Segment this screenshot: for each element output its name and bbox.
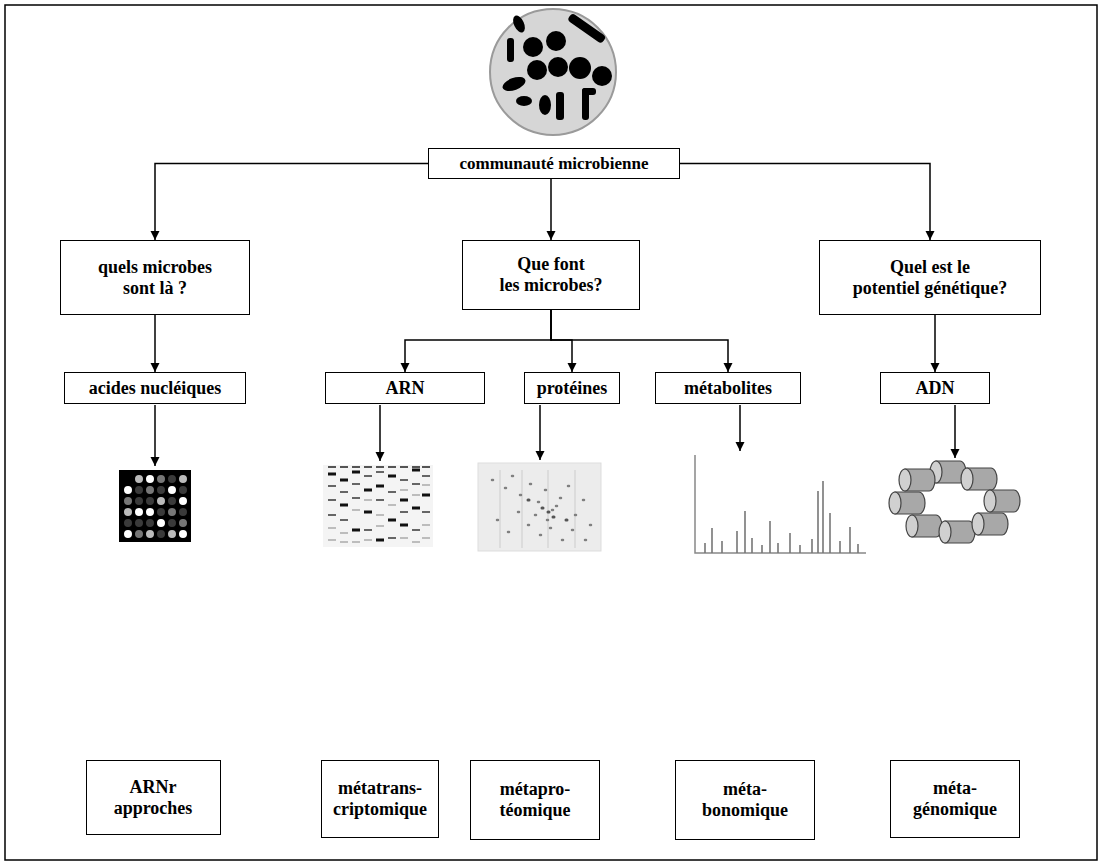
two-d-gel-image	[478, 463, 601, 551]
microbe	[556, 92, 564, 120]
cylinder	[984, 490, 1020, 512]
box-label: quels microbes sont là ?	[98, 257, 212, 298]
box-label: Quel est le potentiel génétique?	[853, 257, 1008, 298]
microbe	[523, 37, 543, 57]
process-box: Quel est le potentiel génétique?	[819, 240, 1041, 315]
process-box: communauté microbienne	[428, 148, 680, 179]
process-box: protéines	[524, 372, 620, 404]
microbe	[527, 60, 547, 80]
microbe	[567, 13, 607, 44]
connector-arrow	[934, 315, 936, 372]
process-box: méta- bonomique	[675, 760, 815, 840]
microbe	[592, 66, 612, 86]
microarray-slide	[119, 470, 191, 542]
microbe-cells	[501, 13, 612, 120]
box-label: protéines	[537, 378, 608, 399]
gel-band	[328, 470, 430, 540]
gel-background	[323, 465, 433, 547]
gel-streak	[500, 470, 575, 548]
method-arrow	[154, 405, 156, 466]
box-label: ARN	[386, 378, 425, 399]
method-arrow	[739, 405, 741, 451]
microbe	[582, 88, 596, 95]
cylinder	[899, 469, 935, 491]
microarray-image	[119, 470, 191, 542]
process-box: métapro- téomique	[470, 760, 600, 840]
process-box: ARNr approches	[86, 760, 221, 835]
process-box: métabolites	[655, 372, 801, 404]
chromatogram-image	[695, 455, 866, 553]
box-label: métabolites	[684, 378, 772, 399]
microbe-community-illustration	[490, 9, 616, 135]
connector-arrow	[155, 164, 428, 241]
chromatogram-peak	[705, 481, 858, 553]
process-box: acides nucléiques	[64, 372, 246, 404]
microbe	[569, 57, 591, 79]
protein-spot	[528, 500, 567, 520]
box-label: ADN	[916, 378, 955, 399]
process-box: Que font les microbes?	[462, 240, 640, 310]
microarray-spot	[128, 479, 183, 534]
box-label: méta- génomique	[913, 778, 997, 819]
method-arrow	[954, 405, 956, 458]
microarray-spot	[128, 479, 183, 534]
microbe	[516, 96, 532, 106]
nucleosome-image	[889, 461, 1020, 543]
box-label: méta- bonomique	[702, 779, 788, 820]
microbe	[511, 14, 528, 35]
microbe	[548, 57, 568, 77]
box-label: acides nucléiques	[89, 378, 222, 399]
connector-arrow	[680, 164, 930, 241]
box-label: communauté microbienne	[459, 154, 648, 174]
box-label: métatrans- criptomique	[333, 778, 427, 819]
connector-arrow	[154, 315, 156, 372]
gel-band	[328, 485, 430, 542]
gel-band	[328, 472, 430, 538]
method-arrows	[155, 405, 955, 466]
gel-image	[323, 465, 433, 547]
cylinder	[961, 468, 997, 490]
process-box: quels microbes sont là ?	[60, 240, 250, 315]
two-d-gel-background	[478, 463, 601, 551]
process-box: ADN	[880, 372, 990, 404]
gel-well	[328, 466, 430, 468]
microarray-spot	[128, 479, 183, 534]
method-arrow	[539, 405, 541, 460]
cylinder	[889, 492, 925, 514]
microbe	[507, 38, 514, 62]
microbe	[546, 31, 566, 51]
connector-arrow	[551, 310, 572, 372]
connector-arrow	[550, 179, 552, 240]
cylinder	[906, 515, 942, 537]
process-box: métatrans- criptomique	[321, 760, 439, 838]
connector-arrow	[405, 310, 551, 372]
microbe	[501, 74, 528, 93]
outer-frame	[5, 5, 1097, 860]
box-label: Que font les microbes?	[499, 254, 602, 295]
microarray-spot	[128, 479, 183, 534]
process-box: méta- génomique	[890, 760, 1020, 838]
protein-spot	[492, 476, 591, 540]
box-label: métapro- téomique	[500, 779, 571, 820]
petri-dish	[490, 9, 616, 135]
process-box: ARN	[325, 372, 485, 404]
method-arrow	[379, 405, 381, 461]
chromatogram-axis	[695, 455, 866, 553]
cylinder	[972, 513, 1008, 535]
box-label: ARNr approches	[114, 777, 193, 818]
connector-arrow	[551, 310, 728, 372]
microbe	[539, 95, 551, 115]
cylinder	[939, 521, 975, 543]
